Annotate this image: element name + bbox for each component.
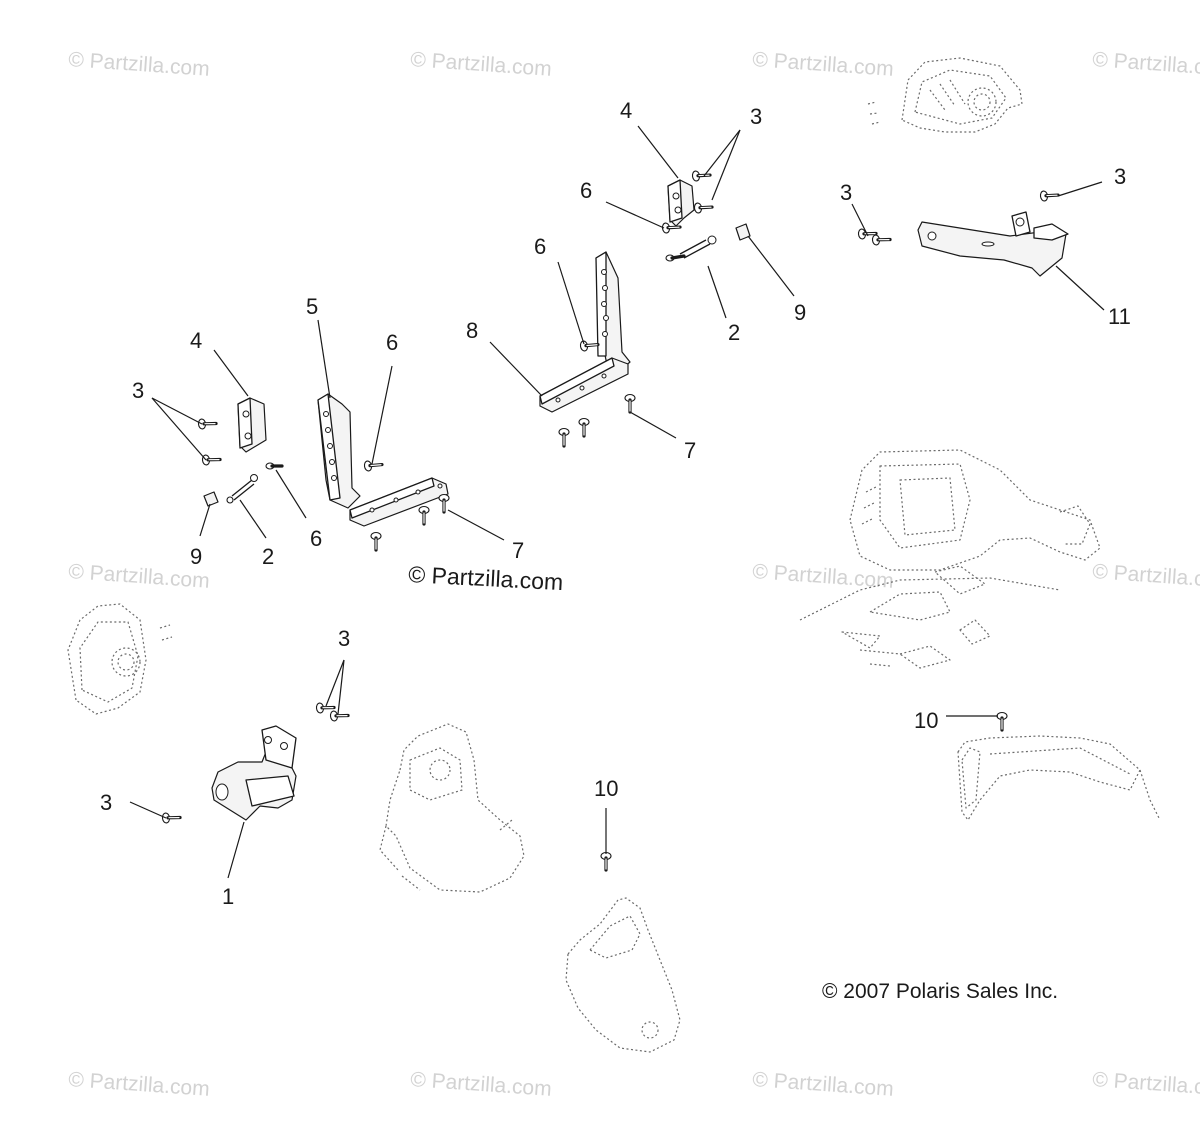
callout-11: 11 bbox=[1108, 304, 1131, 329]
bracket-4-left bbox=[196, 397, 267, 467]
callout-3-left: 3 bbox=[132, 378, 144, 403]
mounting-bracket-11 bbox=[917, 221, 1067, 277]
watermark: © Partzilla.com bbox=[1092, 48, 1200, 81]
callout-5: 5 bbox=[306, 294, 318, 319]
callout-6-top: 6 bbox=[580, 178, 592, 203]
mounting-bracket-8-base bbox=[539, 357, 629, 413]
callout-4-top: 4 bbox=[620, 98, 632, 123]
spacer-9-top bbox=[735, 223, 751, 241]
watermark: © Partzilla.com bbox=[1092, 560, 1200, 593]
callout-2-left: 2 bbox=[262, 544, 274, 569]
link-rod-2-top bbox=[679, 239, 711, 259]
bracket-assembly-8 bbox=[539, 251, 631, 413]
callout-2-top: 2 bbox=[728, 320, 740, 345]
callout-3-right-b: 3 bbox=[1114, 164, 1126, 189]
watermark: © Partzilla.com bbox=[752, 560, 895, 593]
callout-9-left: 9 bbox=[190, 544, 202, 569]
callout-7-top: 7 bbox=[684, 438, 696, 463]
watermark: © Partzilla.com bbox=[68, 560, 211, 593]
watermark: © Partzilla.com bbox=[1092, 1068, 1200, 1101]
headlight-housing-right bbox=[867, 57, 1023, 133]
hardware-left bbox=[203, 462, 284, 507]
callout-6-left: 6 bbox=[310, 526, 322, 551]
partzilla-watermark-main: © Partzilla.com bbox=[408, 561, 564, 595]
watermark: © Partzilla.com bbox=[68, 48, 211, 81]
spacer-9-left bbox=[203, 491, 219, 507]
watermark: © Partzilla.com bbox=[752, 48, 895, 81]
headlight-housing-left bbox=[67, 603, 173, 715]
callout-3-bottom-left: 3 bbox=[100, 790, 112, 815]
bracket-11 bbox=[856, 187, 1069, 277]
callout-3-right-a: 3 bbox=[840, 180, 852, 205]
callout-3-top: 3 bbox=[750, 104, 762, 129]
screws-10 bbox=[599, 710, 1009, 872]
callout-6-left-top: 6 bbox=[386, 330, 398, 355]
bracket-1 bbox=[160, 699, 351, 825]
frame-bottom-center bbox=[565, 897, 681, 1053]
leader-lines bbox=[129, 125, 1105, 879]
callout-labels: 4 3 6 6 2 9 8 7 3 3 11 5 6 4 3 9 2 6 7 3… bbox=[100, 98, 1131, 909]
frame-lower-right-arm bbox=[957, 735, 1161, 821]
bracket-4-top bbox=[667, 167, 715, 227]
watermark: © Partzilla.com bbox=[68, 1068, 211, 1101]
link-rod-2-left bbox=[231, 479, 255, 501]
frame-lower-middle bbox=[379, 723, 525, 893]
bracket-assembly-5 bbox=[317, 393, 449, 527]
watermark-layer: © Partzilla.com © Partzilla.com © Partzi… bbox=[68, 48, 1200, 1101]
callout-10-bottom: 10 bbox=[594, 776, 618, 801]
copyright-notice: © 2007 Polaris Sales Inc. bbox=[822, 980, 1058, 1003]
watermark: © Partzilla.com bbox=[752, 1068, 895, 1101]
callout-6-mid: 6 bbox=[534, 234, 546, 259]
callout-3-bottom: 3 bbox=[338, 626, 350, 651]
watermark: © Partzilla.com bbox=[410, 48, 553, 81]
callout-10-right: 10 bbox=[914, 708, 938, 733]
vehicle-context-outlines bbox=[67, 57, 1161, 1053]
callout-8: 8 bbox=[466, 318, 478, 343]
callout-7-left: 7 bbox=[512, 538, 524, 563]
hardware-top-middle bbox=[660, 219, 751, 262]
callout-1: 1 bbox=[222, 884, 234, 909]
frame-right-assembly bbox=[799, 449, 1101, 669]
watermark: © Partzilla.com bbox=[410, 1068, 553, 1101]
callout-9-top: 9 bbox=[794, 300, 806, 325]
callout-4-left: 4 bbox=[190, 328, 202, 353]
